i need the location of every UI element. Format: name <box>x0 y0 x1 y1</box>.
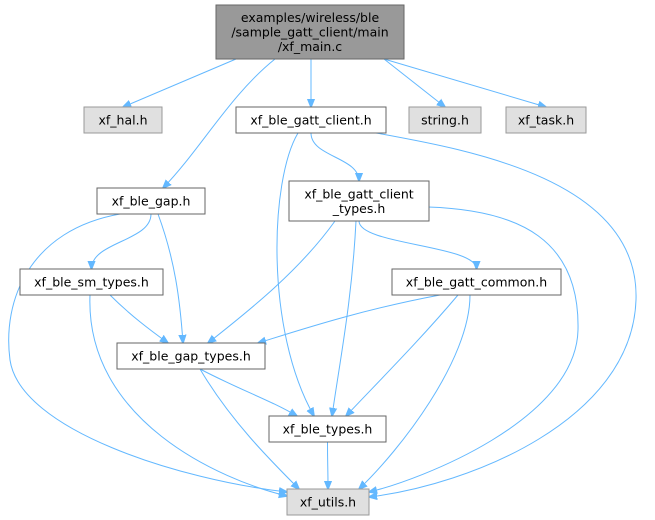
edge-gatt_client-to-client_types <box>310 132 359 181</box>
edge-client_types-to-gap_types <box>208 220 336 343</box>
edge-sm_types-to-gap_types <box>109 294 168 343</box>
edge-gap-to-sm_types <box>92 213 152 269</box>
node-label: xf_hal.h <box>99 113 148 128</box>
node-task[interactable]: xf_task.h <box>505 106 587 134</box>
node-label: xf_ble_gap.h <box>112 194 191 209</box>
node-label: _types.h <box>332 201 386 216</box>
edge-gap-to-gap_types <box>157 213 183 343</box>
nodes-layer: examples/wireless/ble/sample_gatt_client… <box>19 4 587 516</box>
node-box <box>83 106 163 134</box>
node-sm-types[interactable]: xf_ble_sm_types.h <box>19 268 164 296</box>
edge-gatt_client-to-utils <box>369 132 637 497</box>
node-client-types[interactable]: xf_ble_gatt_client_types.h <box>288 180 430 222</box>
node-box <box>19 268 164 296</box>
node-utils[interactable]: xf_utils.h <box>286 488 370 516</box>
node-label: string.h <box>421 113 469 128</box>
node-label: xf_ble_gatt_client <box>304 186 413 201</box>
node-main[interactable]: examples/wireless/ble/sample_gatt_client… <box>215 4 405 60</box>
node-gap-types[interactable]: xf_ble_gap_types.h <box>116 342 266 370</box>
node-label: xf_ble_gatt_client.h <box>250 113 371 128</box>
node-hal[interactable]: xf_hal.h <box>83 106 163 134</box>
node-label: xf_ble_gap_types.h <box>131 349 251 364</box>
edge-main-to-hal <box>123 58 237 107</box>
edge-gatt_client-to-ble_types <box>276 132 314 416</box>
edge-client_types-to-utils <box>369 206 579 492</box>
edge-sm_types-to-utils <box>89 294 287 496</box>
edge-client_types-to-gatt_common <box>358 220 477 269</box>
edge-gatt_common-to-ble_types <box>346 294 459 416</box>
node-ble-types[interactable]: xf_ble_types.h <box>268 415 387 443</box>
edge-main-to-task <box>383 58 546 107</box>
node-label: examples/wireless/ble <box>241 10 380 25</box>
node-box <box>116 342 266 370</box>
node-label: xf_task.h <box>518 113 574 128</box>
node-string[interactable]: string.h <box>408 106 482 134</box>
node-label: xf_utils.h <box>300 495 356 510</box>
node-label: xf_ble_sm_types.h <box>34 275 149 290</box>
node-box <box>408 106 482 134</box>
edge-gatt_common-to-gap_types <box>258 294 441 343</box>
edge-gap_types-to-ble_types <box>199 368 297 416</box>
edge-main-to-string <box>383 58 445 107</box>
edge-gap-to-utils <box>8 213 287 492</box>
edge-client_types-to-ble_types <box>332 220 357 416</box>
node-box <box>215 4 405 60</box>
edge-main-to-gap <box>163 58 276 188</box>
node-box <box>235 106 387 134</box>
node-label: xf_ble_gatt_common.h <box>406 275 547 290</box>
node-label: /sample_gatt_client/main <box>231 25 388 40</box>
node-gatt-client[interactable]: xf_ble_gatt_client.h <box>235 106 387 134</box>
node-gap[interactable]: xf_ble_gap.h <box>96 187 206 215</box>
node-gatt-common[interactable]: xf_ble_gatt_common.h <box>391 268 562 296</box>
node-box <box>288 180 430 222</box>
node-label: /xf_main.c <box>278 39 342 54</box>
node-box <box>286 488 370 516</box>
edges-layer <box>8 58 637 497</box>
node-box <box>268 415 387 443</box>
node-box <box>96 187 206 215</box>
edge-gatt_common-to-utils <box>359 294 471 489</box>
node-label: xf_ble_types.h <box>283 422 373 437</box>
edge-ble_types-to-utils <box>328 441 329 489</box>
node-box <box>391 268 562 296</box>
edge-gap_types-to-utils <box>199 368 299 489</box>
node-box <box>505 106 587 134</box>
